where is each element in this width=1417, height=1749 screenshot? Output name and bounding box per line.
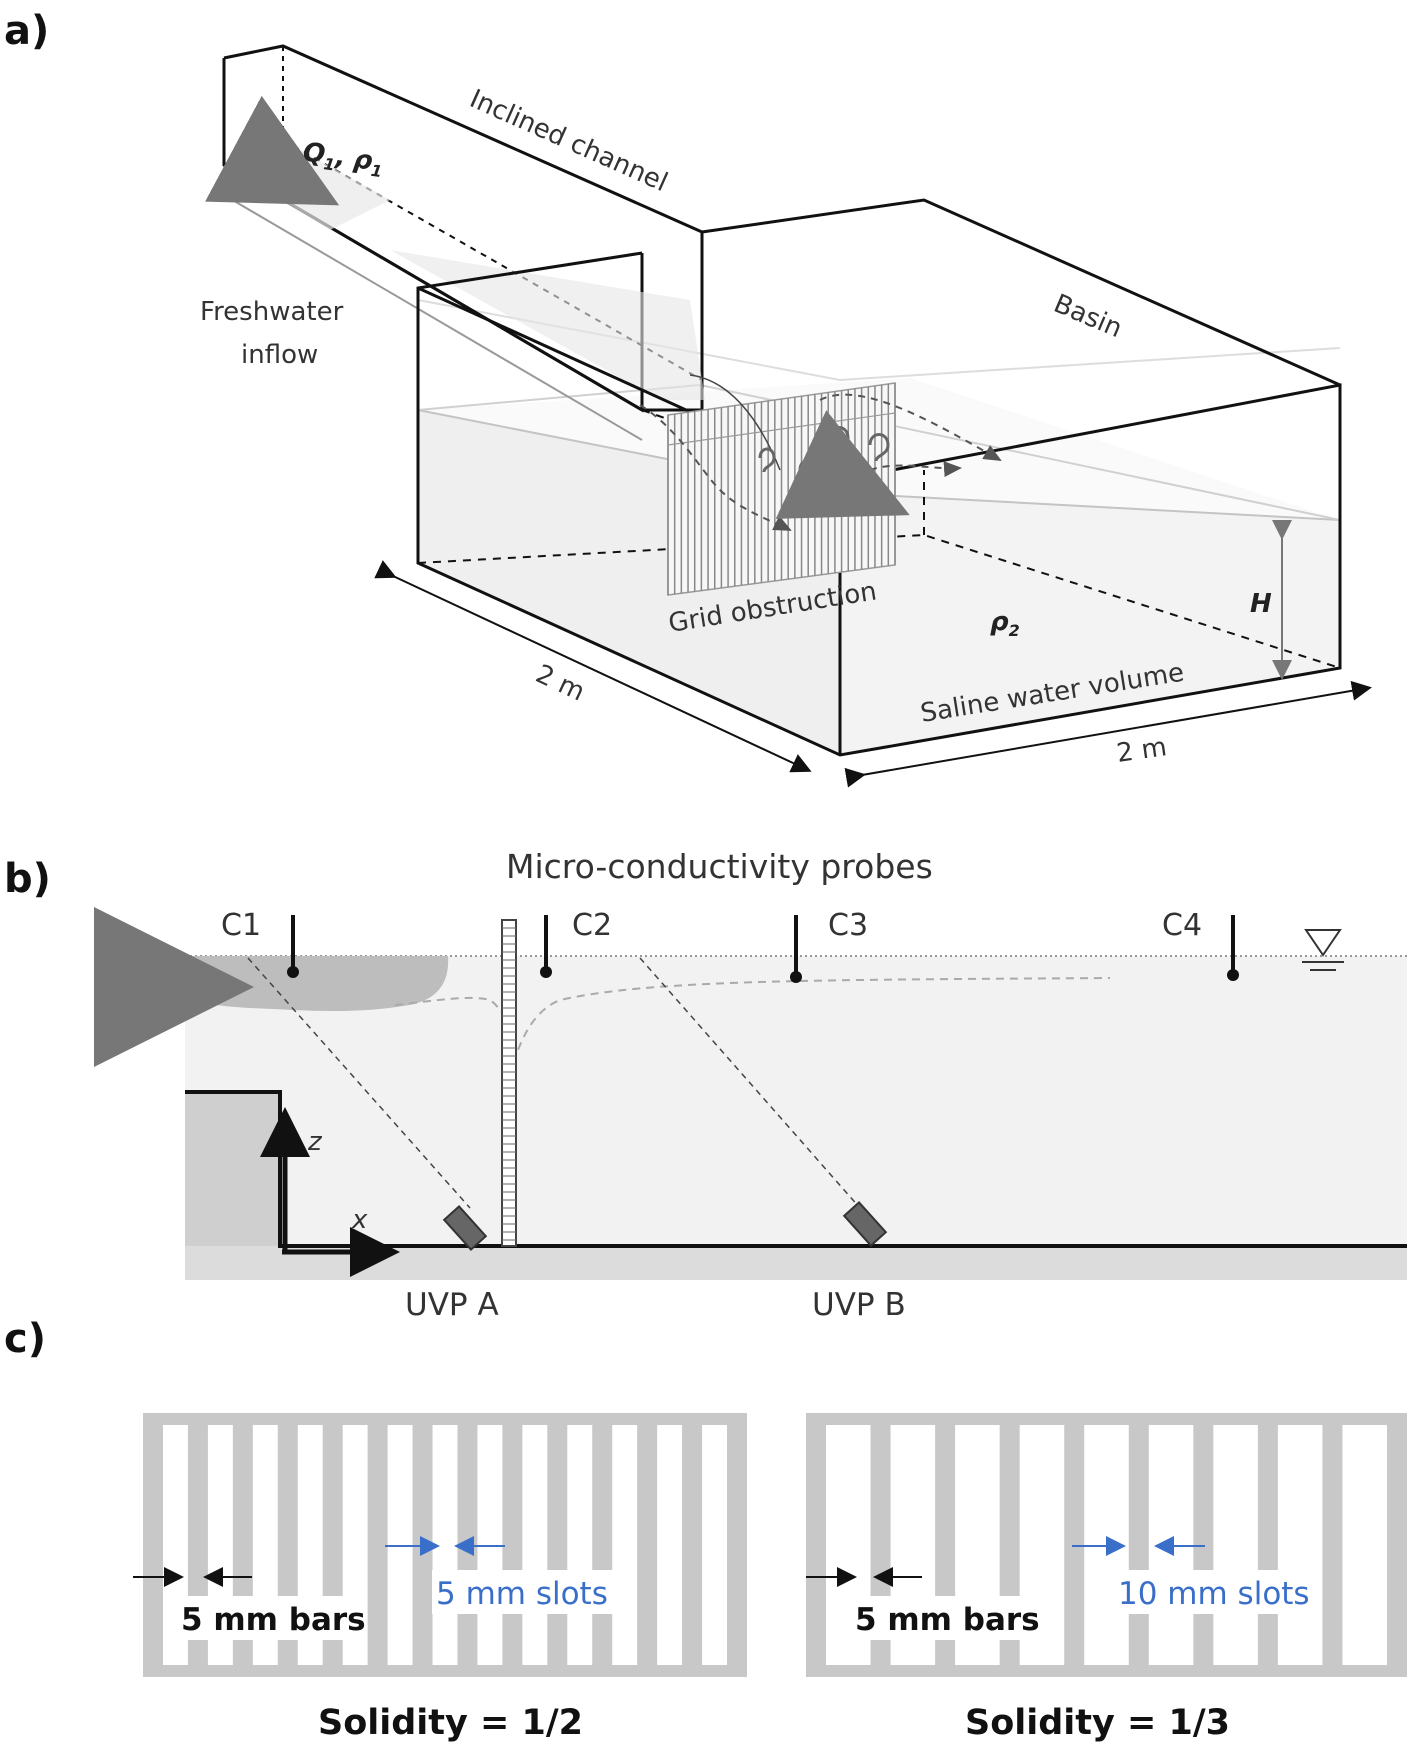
depth-label: H — [1250, 589, 1272, 619]
rho2-sub: 2 — [1009, 621, 1020, 640]
label-bg-left-slots — [432, 1570, 618, 1614]
inflow-step — [185, 1092, 280, 1246]
width-dimension-left — [374, 560, 812, 773]
grid-bar — [1128, 1413, 1149, 1677]
probe-c1-label: C1 — [221, 908, 261, 943]
inflow-sep: , — [333, 142, 348, 173]
grid-bar — [727, 1413, 747, 1677]
grid-top-rail — [806, 1413, 1407, 1425]
uvp-b-beam — [639, 957, 861, 1209]
panel-b-label: b) — [4, 856, 51, 902]
grid-side-frame — [501, 919, 517, 1247]
inflow-rho-sub: 1 — [370, 161, 384, 181]
probe-c4-label: C4 — [1162, 908, 1202, 943]
dim-left-label: 2 m — [531, 659, 589, 707]
panel-c-label: c) — [4, 1316, 46, 1362]
grid-bar — [547, 1413, 568, 1677]
label-bg-right-bars — [850, 1596, 1036, 1640]
outflow-arrow — [775, 410, 910, 519]
probe-c2 — [540, 915, 552, 978]
grid-side-view — [501, 919, 517, 1247]
grid-sample-right: 5 mm bars 10 mm slots Solidity = 1/3 — [806, 1413, 1407, 1743]
uvp-a-beam — [247, 957, 471, 1209]
solidity-left: Solidity = 1/2 — [318, 1703, 583, 1743]
probes-title: Micro-conductivity probes — [506, 847, 933, 886]
grid-bar — [143, 1413, 163, 1677]
inflow-rho: ρ — [352, 144, 375, 176]
z-axis-label: z — [307, 1127, 323, 1157]
inflow-q-sub: 1 — [323, 154, 337, 174]
rho2: ρ — [990, 607, 1009, 637]
rho2-label: ρ2 — [990, 607, 1020, 640]
slots-label-right: 10 mm slots — [1118, 1576, 1310, 1612]
basin-label: Basin — [1049, 289, 1126, 344]
probe-c3-label: C3 — [828, 908, 868, 943]
grid-bar — [682, 1413, 703, 1677]
grid-bar — [592, 1413, 613, 1677]
width-dimension-right — [844, 680, 1372, 788]
label-bg-left-bars — [177, 1596, 363, 1640]
svg-text:Q1,ρ1: Q1,ρ1 — [301, 137, 386, 181]
uvp-a-sensor — [442, 1205, 488, 1251]
basin-bottom-line — [185, 1090, 1407, 1248]
label-bg-right-slots — [1115, 1570, 1322, 1614]
probe-c3 — [790, 915, 802, 983]
grid-bar — [502, 1413, 523, 1677]
inclined-channel — [222, 44, 705, 441]
slots-label-left: 5 mm slots — [436, 1576, 608, 1612]
grid-bar — [1322, 1413, 1343, 1677]
grid-bar — [637, 1413, 658, 1677]
probe-c1 — [287, 915, 299, 978]
uvp-b-sensor — [842, 1201, 888, 1247]
grid-bottom-rail — [806, 1665, 1407, 1677]
dim-right-label: 2 m — [1115, 732, 1169, 769]
water-level-symbol — [1302, 929, 1344, 971]
inflow-label: Q1,ρ1 — [301, 137, 386, 181]
probe-c2-label: C2 — [572, 908, 612, 943]
probe-c4 — [1227, 915, 1239, 981]
grid-bar — [806, 1413, 826, 1677]
grid-bar — [367, 1413, 388, 1677]
solidity-right: Solidity = 1/3 — [965, 1703, 1230, 1743]
bars-label-left: 5 mm bars — [181, 1602, 366, 1638]
uvp-a-label: UVP A — [405, 1287, 499, 1323]
panel-b: b) z x Micro — [4, 847, 1407, 1323]
grid-bar — [1387, 1413, 1407, 1677]
grid-sample-left: 5 mm bars 5 mm slots Solidity = 1/2 — [133, 1413, 747, 1743]
freshwater-label-line2: inflow — [241, 340, 318, 370]
inflow-q: Q — [301, 137, 327, 170]
panel-c: c) 5 mm bars 5 mm slots Solidity = 1/2 5… — [4, 1316, 1407, 1743]
interface-line — [394, 977, 1111, 1053]
grid-bar — [1257, 1413, 1278, 1677]
bars-label-right: 5 mm bars — [855, 1602, 1040, 1638]
panel-a-label: a) — [4, 8, 49, 54]
inflow-arrow — [205, 95, 340, 206]
freshwater-label-line1: Freshwater — [200, 297, 344, 327]
freshwater-plume — [185, 956, 449, 1012]
uvp-b-label: UVP B — [812, 1287, 906, 1323]
panel-a: a) — [4, 8, 1372, 788]
x-axis-label: x — [351, 1205, 368, 1235]
